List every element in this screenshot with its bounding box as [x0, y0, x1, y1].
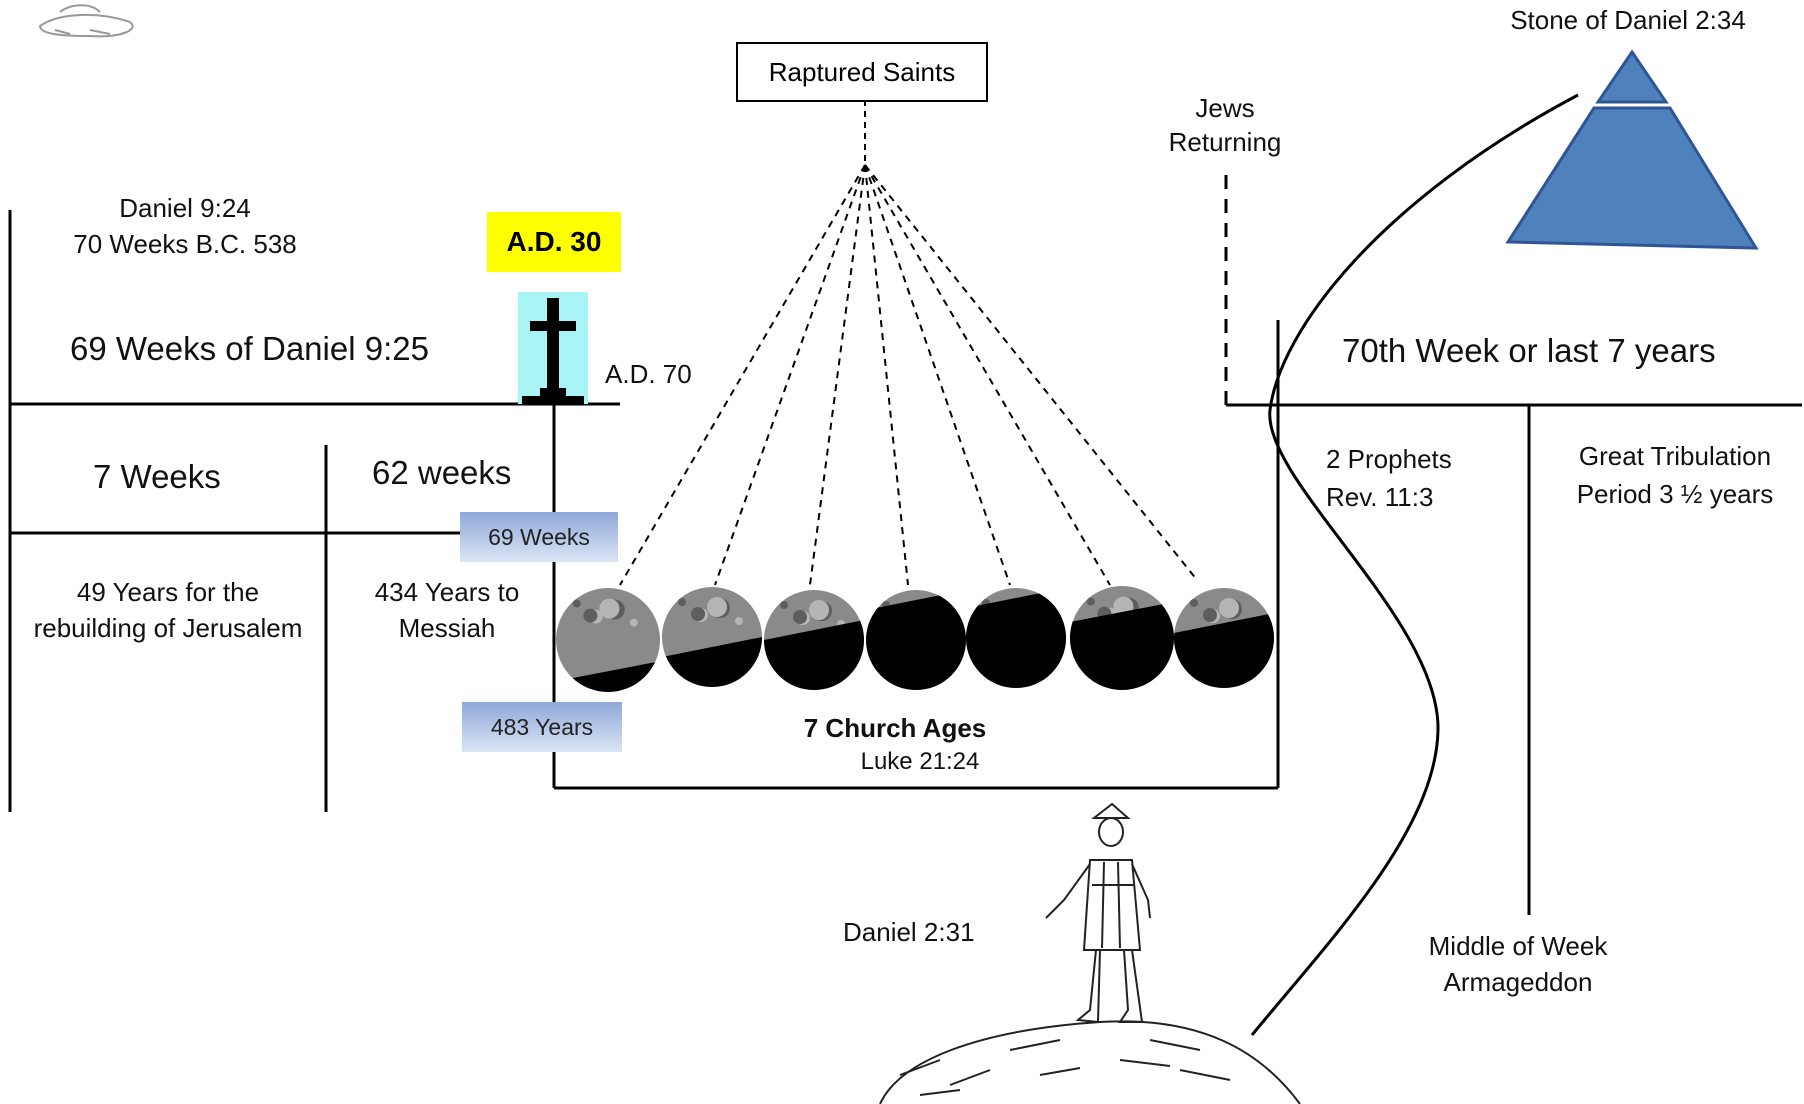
moon-icon — [556, 588, 660, 692]
great-tribulation-label: Great Tribulation Period 3 ½ years — [1552, 437, 1798, 513]
great-tribulation-line-2: Period 3 ½ years — [1576, 479, 1774, 509]
two-prophets-line-1: 2 Prophets — [1326, 444, 1452, 474]
moon-icon — [1174, 588, 1274, 688]
stone-label: Stone of Daniel 2:34 — [1510, 5, 1746, 35]
seven-weeks-label: 7 Weeks — [93, 458, 221, 495]
sixtytwo-weeks-label: 62 weeks — [372, 454, 512, 491]
stone-path-curve — [1250, 93, 1579, 1036]
moon-icon — [662, 587, 762, 687]
jews-returning-label: Jews Returning — [1130, 92, 1320, 160]
middle-week-line-1: Middle of Week — [1428, 931, 1608, 961]
sixtynine-weeks-box: 69 Weeks — [460, 512, 618, 562]
church-ages-label: 7 Church Ages — [803, 713, 987, 743]
years49-label: 49 Years for the rebuilding of Jerusalem — [18, 574, 318, 646]
week70-title: 70th Week or last 7 years — [1342, 332, 1716, 369]
years434-label: 434 Years to Messiah — [362, 574, 532, 646]
stone-pyramid-icon — [1505, 49, 1759, 250]
moons — [556, 586, 1274, 692]
years434-line-1: 434 Years to — [374, 577, 520, 607]
moon-icon — [966, 588, 1066, 688]
statue-figure-icon — [879, 802, 1301, 1104]
years49-line-1: 49 Years for the — [76, 577, 260, 607]
years483-box-label: 483 Years — [490, 713, 594, 740]
two-prophets-label: 2 Prophets Rev. 11:3 — [1326, 440, 1452, 516]
weeks69-title: 69 Weeks of Daniel 9:25 — [70, 330, 429, 367]
moon-icon — [1070, 586, 1174, 690]
middle-week-label: Middle of Week Armageddon — [1398, 928, 1638, 1000]
daniel-924-label: Daniel 9:24 70 Weeks B.C. 538 — [50, 190, 320, 262]
ad30-highlight: A.D. 30 — [487, 212, 621, 272]
years434-line-2: Messiah — [398, 613, 496, 643]
years49-line-2: rebuilding of Jerusalem — [33, 613, 303, 643]
raptured-saints-box: Raptured Saints — [736, 42, 988, 102]
luke-label: Luke 21:24 — [860, 748, 980, 775]
corner-logo-icon — [38, 4, 134, 38]
ad70-label: A.D. 70 — [605, 359, 692, 389]
jews-returning-line-1: Jews — [1195, 93, 1255, 123]
jews-returning-line-2: Returning — [1168, 126, 1282, 157]
great-tribulation-line-1: Great Tribulation — [1578, 441, 1772, 471]
daniel-924-line-1: Daniel 9:24 — [119, 193, 251, 223]
ad30-label: A.D. 30 — [506, 226, 602, 257]
years483-box: 483 Years — [462, 702, 622, 752]
middle-week-line-2: Armageddon — [1443, 967, 1593, 997]
daniel-231-label: Daniel 2:31 — [843, 917, 975, 947]
sixtynine-weeks-box-label: 69 Weeks — [488, 523, 590, 550]
cross-icon — [518, 292, 588, 404]
daniel-924-line-2: 70 Weeks B.C. 538 — [73, 229, 297, 259]
moon-icon — [866, 590, 966, 690]
rapture-rays — [619, 164, 1198, 586]
raptured-saints-label: Raptured Saints — [768, 56, 956, 87]
moon-icon — [764, 590, 864, 690]
two-prophets-line-2: Rev. 11:3 — [1326, 482, 1434, 512]
